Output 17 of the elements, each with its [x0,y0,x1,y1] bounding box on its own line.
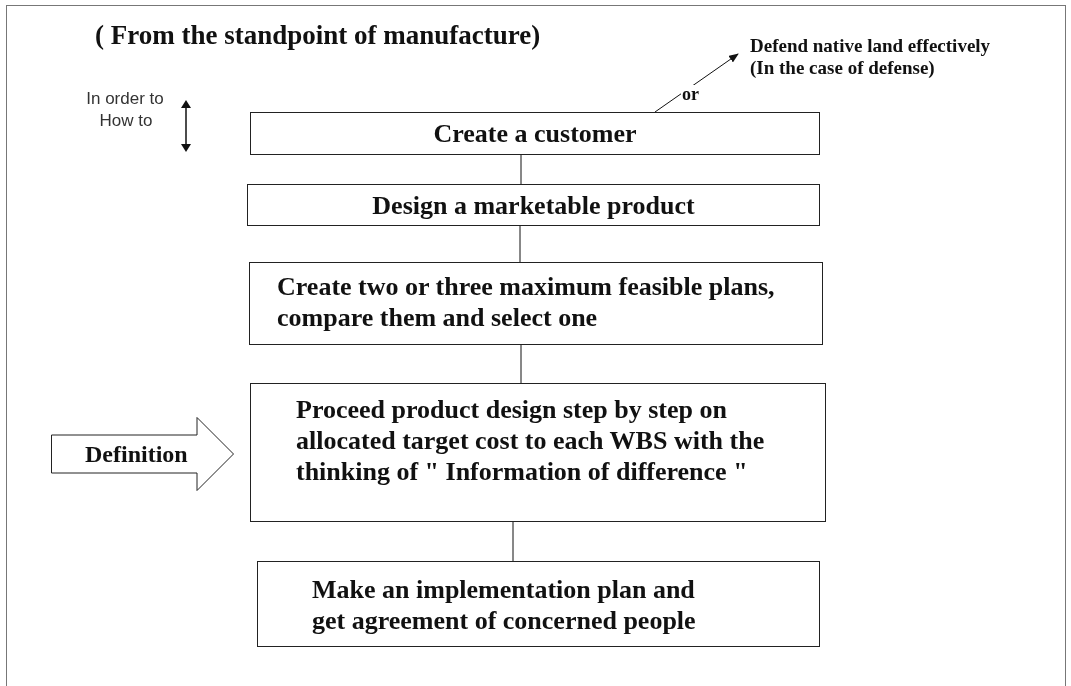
process-box: Proceed product design step by step on allocated target cost to each WBS with the thinking of " Information of difference " [250,383,826,522]
connector-line [520,154,522,185]
process-box: Create a customer [250,112,820,155]
direction-label: In order to [85,88,165,110]
direction-label: How to [98,110,154,132]
title: ( From the standpoint of manufacture) [95,19,541,52]
outcome-text: (In the case of defense) [750,57,936,79]
connector-line [519,225,521,263]
arrow-label: Definition [85,440,188,469]
outcome-text: Defend native land effectively [750,35,992,57]
process-box: Create two or three maximum feasible plans, compare them and select one [249,262,823,345]
process-box: Make an implementation plan and get agreement of concerned people [257,561,820,647]
edge-label: or [681,85,700,103]
connector-line [512,521,514,562]
connector-line [520,344,522,384]
arrow [654,53,739,113]
process-box: Design a marketable product [247,184,820,226]
